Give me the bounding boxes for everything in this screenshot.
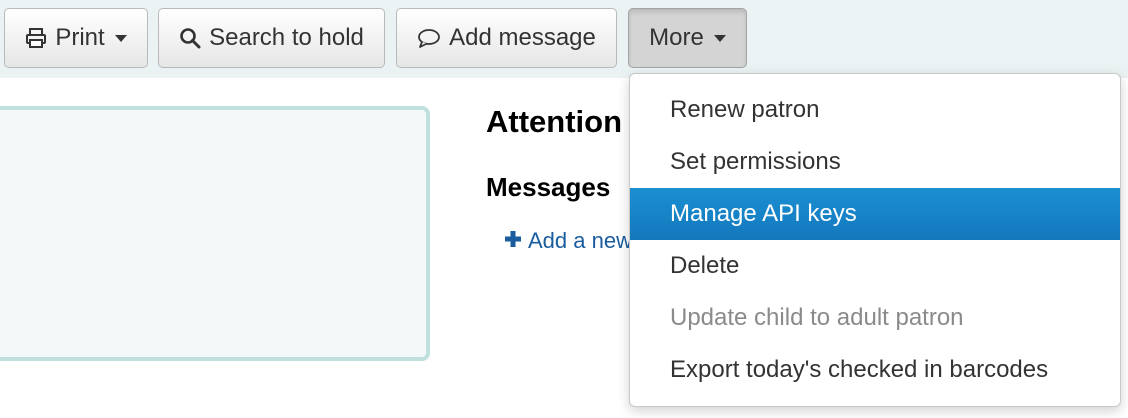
add-message-button[interactable]: Add message: [396, 8, 617, 68]
menu-item-delete[interactable]: Delete: [670, 252, 740, 279]
attention-heading: Attention: [486, 104, 623, 139]
caret-down-icon: [114, 34, 127, 42]
patron-info-panel: [0, 106, 430, 361]
more-dropdown-menu: Renew patron Set permissions Manage API …: [629, 73, 1121, 407]
menu-item-manage-api-keys[interactable]: Manage API keys: [630, 188, 1120, 240]
menu-item-renew-patron[interactable]: Renew patron: [670, 96, 820, 123]
print-button[interactable]: Print: [4, 8, 148, 68]
search-to-hold-label: Search to hold: [209, 24, 364, 51]
toolbar: Print Search to hold Add message More: [0, 0, 1128, 78]
menu-item-set-permissions[interactable]: Set permissions: [670, 148, 841, 175]
caret-down-icon: [713, 34, 726, 42]
add-new-message-link[interactable]: Add a new: [504, 228, 632, 254]
speech-bubble-icon: [417, 27, 441, 49]
menu-item-export-barcodes[interactable]: Export today's checked in barcodes: [670, 356, 1049, 383]
search-icon: [179, 27, 201, 49]
more-button[interactable]: More: [628, 8, 747, 68]
add-new-link-label: Add a new: [528, 228, 632, 253]
plus-icon: [504, 228, 522, 254]
add-message-label: Add message: [449, 24, 596, 51]
search-to-hold-button[interactable]: Search to hold: [158, 8, 385, 68]
print-icon: [25, 27, 47, 49]
print-button-label: Print: [55, 24, 105, 51]
more-button-label: More: [649, 24, 704, 51]
menu-item-update-child-to-adult: Update child to adult patron: [670, 304, 964, 331]
messages-heading: Messages: [486, 172, 611, 202]
